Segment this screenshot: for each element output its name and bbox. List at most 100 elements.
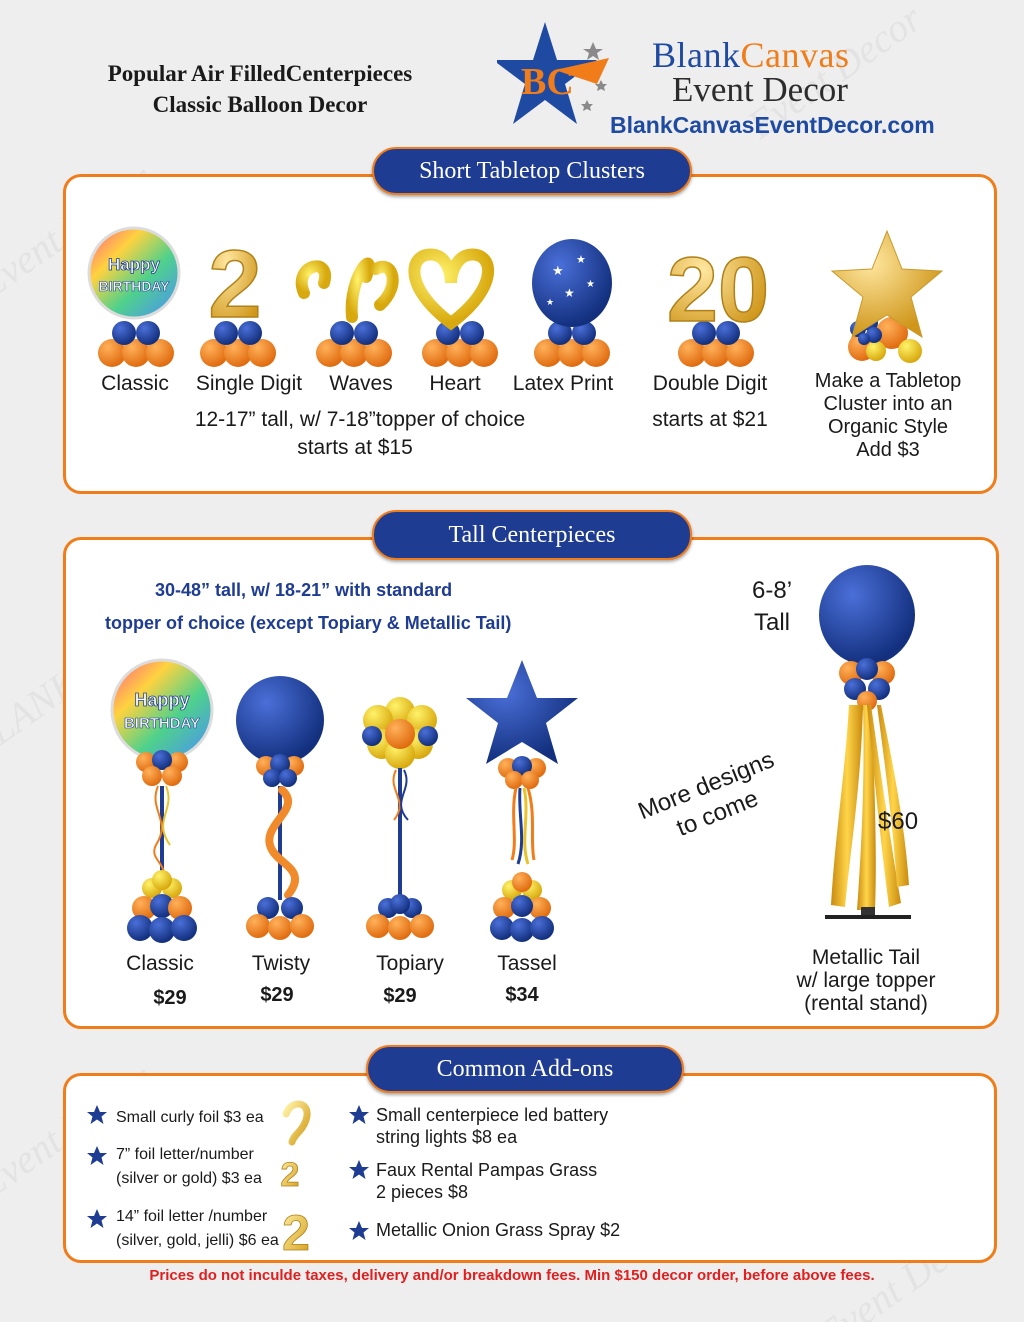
short-price-note: starts at $15 [297, 436, 413, 459]
latex-print-topper: ★★ ★★★ [532, 239, 612, 327]
tall-label-twisty: Twisty [251, 952, 311, 975]
short-label-classic: Classic [101, 372, 169, 395]
svg-text:★: ★ [552, 263, 564, 278]
short-label-latex-print: Latex Print [512, 372, 614, 395]
addon-led-line-1: Small centerpiece led battery [376, 1105, 609, 1125]
star-bullet-icon [86, 1104, 108, 1131]
metallic-tail-price: $60 [878, 808, 919, 835]
cluster-base-latex-print [534, 321, 610, 367]
tall-height-line-2: Tall [754, 609, 791, 636]
metallic-line-2: w/ large topper [796, 969, 936, 992]
addon-14in-line-2: (silver, gold, jelli) $6 ea [116, 1232, 279, 1249]
addons-heading: Common Add-ons [366, 1045, 684, 1093]
waves-foil-topper [295, 257, 399, 323]
addon-14in-foil-letter: 14” foil letter /number (silver, gold, j… [116, 1205, 279, 1253]
tall-centerpieces-heading: Tall Centerpieces [372, 510, 692, 560]
svg-text:Happy: Happy [108, 255, 161, 274]
happy-birthday-foil-topper: Happy BIRTHDAY [87, 226, 181, 320]
svg-text:★: ★ [576, 254, 586, 266]
brand-word-canvas: Canvas [740, 35, 850, 75]
logo-letters: BC [521, 61, 574, 103]
addon-pampas-grass: Faux Rental Pampas Grass 2 pieces $8 [376, 1159, 597, 1203]
tall-classic-illustration: Happy BIRTHDAY [110, 658, 214, 943]
addon-7in-line-2: (silver or gold) $3 ea [116, 1170, 262, 1187]
metallic-tail-caption: Metallic Tail w/ large topper (rental st… [776, 946, 956, 1015]
cluster-base-classic [98, 321, 174, 367]
tall-label-topiary: Topiary [376, 952, 444, 975]
digit-foil-topper: 2 [208, 231, 261, 338]
organic-line-3: Organic Style [827, 416, 949, 438]
page-title: Popular Air FilledCenterpieces Classic B… [40, 58, 480, 120]
tall-price-classic: $29 [153, 987, 187, 1009]
heart-foil-topper [408, 248, 494, 331]
svg-text:BIRTHDAY: BIRTHDAY [124, 715, 200, 732]
foil-number-large-icon: 2 [282, 1205, 310, 1254]
svg-text:★: ★ [564, 286, 575, 300]
gold-star-foil-topper [830, 229, 944, 339]
tall-note-line-2: topper of choice (except Topiary & Metal… [105, 613, 512, 633]
metallic-line-1: Metallic Tail [811, 946, 921, 969]
tall-note-line-1: 30-48” tall, w/ 18-21” with standard [155, 580, 453, 600]
tall-height-note: 6-8’ Tall [752, 575, 792, 639]
short-clusters-illustrations: Happy BIRTHDAY 2 ★★ ★★★ 20 [87, 226, 944, 367]
addon-onion-grass: Metallic Onion Grass Spray $2 [376, 1220, 621, 1240]
svg-text:★: ★ [546, 297, 554, 307]
short-label-double-digit: Double Digit [652, 372, 768, 395]
footer-disclaimer: Prices do not inculde taxes, delivery an… [149, 1267, 875, 1284]
star-bullet-icon [86, 1145, 108, 1172]
tall-price-topiary: $29 [383, 985, 417, 1007]
star-bullet-icon [348, 1104, 370, 1131]
addon-14in-line-1: 14” foil letter /number [116, 1208, 268, 1225]
short-label-heart: Heart [429, 372, 481, 395]
tall-topiary-illustration [362, 697, 438, 940]
tall-price-twisty: $29 [260, 984, 294, 1006]
addon-led-line-2: string lights $8 ea [376, 1127, 518, 1147]
cluster-base-heart [422, 321, 498, 367]
short-clusters-heading: Short Tabletop Clusters [372, 147, 692, 195]
double-digit-price: starts at $21 [652, 408, 768, 431]
metallic-tail-illustration [819, 565, 915, 919]
cluster-base-single-digit [200, 321, 276, 367]
svg-text:★: ★ [586, 279, 595, 290]
organic-line-2: Cluster into an [823, 393, 953, 415]
addon-pampas-line-2: 2 pieces $8 [376, 1182, 469, 1202]
tall-label-classic: Classic [126, 952, 194, 975]
organic-line-4: Add $3 [856, 439, 920, 461]
addon-7in-line-1: 7” foil letter/number [116, 1146, 254, 1163]
cluster-base-organic [848, 315, 922, 363]
addon-foil-illustrations: 2 2 [280, 1100, 311, 1254]
star-bullet-icon [348, 1220, 370, 1247]
tall-label-tassel: Tassel [497, 952, 557, 975]
tall-centerpieces-illustrations: Happy BIRTHDAY [110, 658, 578, 943]
short-label-single-digit: Single Digit [195, 372, 303, 395]
star-bullet-icon [86, 1208, 108, 1235]
addon-small-curly-foil: Small curly foil $3 ea [116, 1109, 264, 1126]
addons-panel [63, 1073, 997, 1263]
tall-twisty-illustration [236, 676, 324, 940]
svg-text:Happy: Happy [134, 690, 189, 710]
organic-style-note: Make a Tabletop Cluster into an Organic … [800, 370, 976, 462]
title-line-1: Popular Air FilledCenterpieces [107, 61, 413, 86]
cluster-base-double-digit [678, 321, 754, 367]
tall-tassel-illustration [466, 660, 578, 942]
curly-foil-icon [282, 1100, 311, 1146]
brand-word-blank: Blank [652, 35, 741, 75]
brand-url-link[interactable]: BlankCanvasEventDecor.com [610, 112, 935, 138]
short-label-waves: Waves [329, 372, 393, 395]
logo-star-icon: BC [497, 22, 609, 124]
addon-pampas-line-1: Faux Rental Pampas Grass [376, 1160, 598, 1180]
metallic-line-3: (rental stand) [804, 992, 928, 1015]
cluster-base-waves [316, 321, 392, 367]
foil-number-small-icon: 2 [281, 1156, 300, 1194]
short-size-note: 12-17” tall, w/ 7-18”topper of choice [194, 408, 526, 431]
organic-line-1: Make a Tabletop [814, 370, 962, 392]
double-digit-foil-topper: 20 [667, 239, 769, 341]
addon-7in-foil-letter: 7” foil letter/number (silver or gold) $… [116, 1143, 262, 1191]
star-bullet-icon [348, 1159, 370, 1186]
tall-height-line-1: 6-8’ [752, 577, 793, 604]
brand-name: BlankCanvas [652, 34, 849, 76]
title-line-2: Classic Balloon Decor [152, 92, 368, 117]
addon-led-lights: Small centerpiece led battery string lig… [376, 1104, 608, 1148]
brand-subtitle: Event Decor [672, 70, 848, 109]
tall-price-tassel: $34 [505, 984, 539, 1006]
